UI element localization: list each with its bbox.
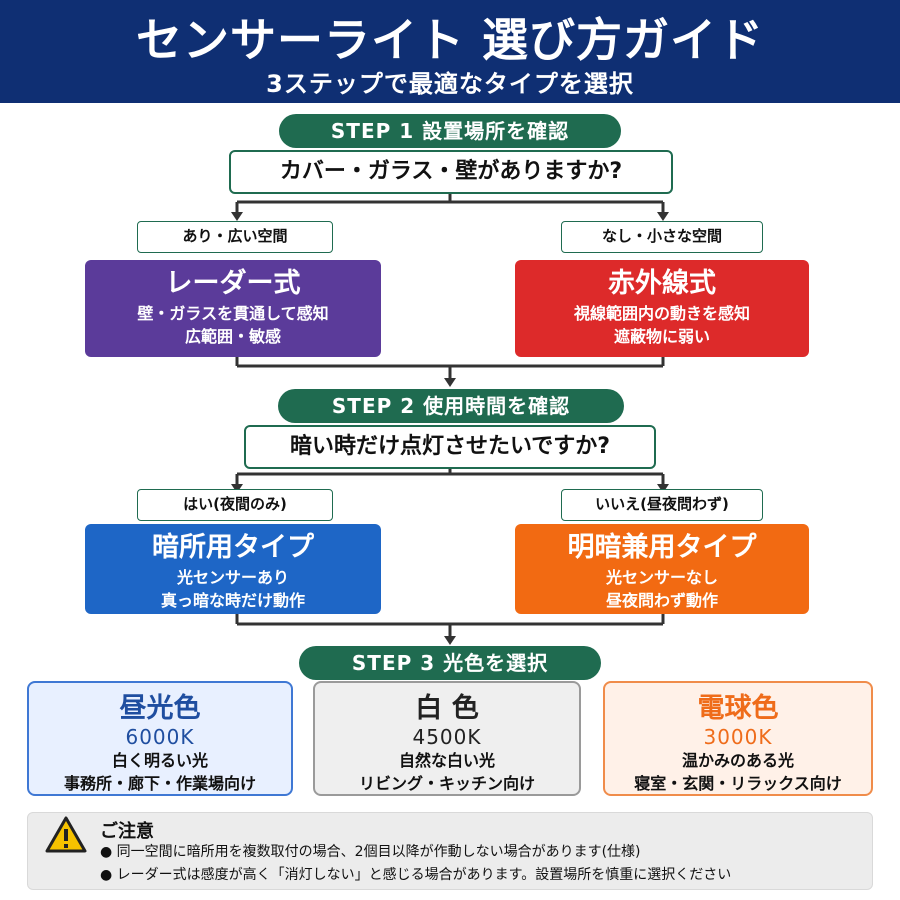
daylight-title: 昼光色: [119, 693, 201, 724]
step2-option-yes: はい(夜間のみ): [137, 489, 333, 521]
radar-card-line1: 壁・ガラスを貫通して感知: [137, 304, 329, 323]
dark-card-line2: 真っ暗な時だけ動作: [160, 591, 305, 610]
daylight-use: 事務所・廊下・作業場向け: [63, 774, 256, 793]
daylight-color-card: 昼光色 6000K 白く明るい光 事務所・廊下・作業場向け: [27, 681, 293, 796]
white-use: リビング・キッチン向け: [358, 774, 535, 793]
infrared-type-card: 赤外線式 視線範囲内の動きを感知 遮蔽物に弱い: [515, 260, 809, 357]
radar-card-line2: 広範囲・敏感: [184, 327, 281, 346]
notice-box: [27, 812, 873, 890]
dark-card-title: 暗所用タイプ: [152, 532, 314, 563]
dual-card-line2: 昼夜問わず動作: [605, 591, 718, 610]
warm-use: 寝室・玄関・リラックス向け: [634, 774, 842, 793]
dark-card-line1: 光センサーあり: [176, 568, 289, 587]
warning-icon: [45, 816, 87, 853]
infrared-card-line1: 視線範囲内の動きを感知: [573, 304, 750, 323]
white-kelvin: 4500K: [412, 725, 482, 749]
step2-question: 暗い時だけ点灯させたいですか?: [244, 425, 656, 469]
notice-item-2: ● レーダー式は感度が高く「消灯しない」と感じる場合があります。設置場所を慎重に…: [100, 867, 732, 883]
dual-card-line1: 光センサーなし: [605, 568, 718, 587]
infrared-card-line2: 遮蔽物に弱い: [613, 327, 710, 346]
dual-mode-type-card: 明暗兼用タイプ 光センサーなし 昼夜問わず動作: [515, 524, 809, 614]
warm-title: 電球色: [697, 693, 779, 724]
notice-item-1: ● 同一空間に暗所用を複数取付の場合、2個目以降が作動しない場合があります(仕様…: [100, 844, 641, 860]
warm-desc: 温かみのある光: [681, 751, 794, 770]
step1-pill: STEP 1 設置場所を確認: [279, 114, 621, 148]
infrared-card-title: 赤外線式: [608, 268, 716, 299]
warm-kelvin: 3000K: [703, 725, 773, 749]
dark-only-type-card: 暗所用タイプ 光センサーあり 真っ暗な時だけ動作: [85, 524, 381, 614]
radar-type-card: レーダー式 壁・ガラスを貫通して感知 広範囲・敏感: [85, 260, 381, 357]
step1-option-no: なし・小さな空間: [561, 221, 763, 253]
white-color-card: 白 色 4500K 自然な白い光 リビング・キッチン向け: [313, 681, 581, 796]
step1-question: カバー・ガラス・壁がありますか?: [229, 150, 673, 194]
step2-option-no: いいえ(昼夜問わず): [561, 489, 763, 521]
notice-title: ご注意: [100, 821, 154, 842]
page-title: センサーライト 選び方ガイド: [135, 13, 764, 67]
page-subtitle: 3ステップで最適なタイプを選択: [266, 70, 634, 98]
step3-pill: STEP 3 光色を選択: [299, 646, 601, 680]
step2-pill: STEP 2 使用時間を確認: [278, 389, 624, 423]
step1-option-yes: あり・広い空間: [137, 221, 333, 253]
daylight-kelvin: 6000K: [125, 725, 195, 749]
daylight-desc: 白く明るい光: [111, 751, 208, 770]
dual-card-title: 明暗兼用タイプ: [567, 532, 757, 563]
header-banner: [0, 0, 900, 103]
white-desc: 自然な白い光: [398, 751, 495, 770]
warm-color-card: 電球色 3000K 温かみのある光 寝室・玄関・リラックス向け: [603, 681, 873, 796]
radar-card-title: レーダー式: [165, 268, 301, 299]
white-title: 白 色: [415, 693, 479, 724]
